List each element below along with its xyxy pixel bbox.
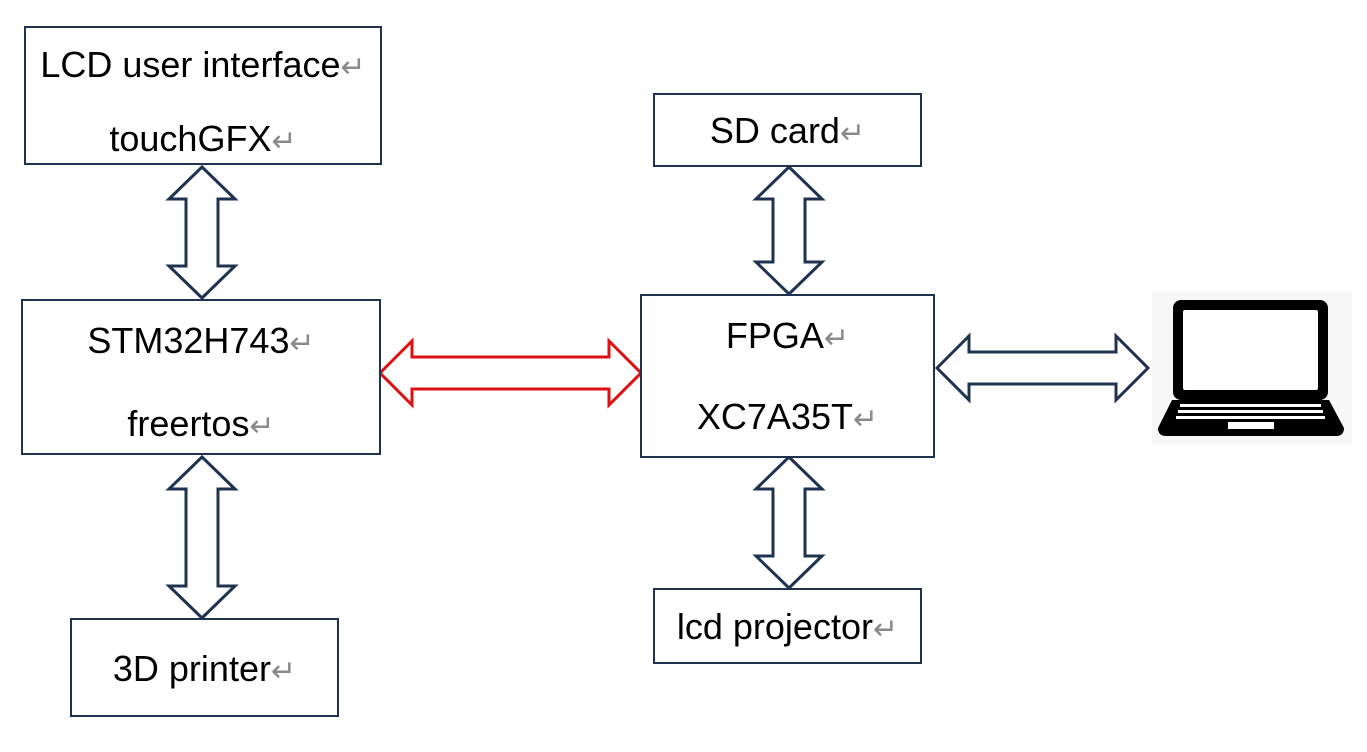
lcd-ui-subtitle: touchGFX [109,118,272,159]
fpga-title: FPGA [725,315,824,356]
paragraph-mark: ↵ [340,51,366,84]
lcd-ui-title: LCD user interface [40,44,341,85]
paragraph-mark: ↵ [852,403,879,436]
stm32-box: STM32H743↵ freertos↵ [21,299,381,455]
fpga-laptop-arrow [934,332,1151,404]
paragraph-mark: ↵ [249,410,275,443]
fpga-box: FPGA↵ XC7A35T↵ [640,294,935,458]
stm32-subtitle: freertos [127,403,250,444]
lcd-ui-box: LCD user interface↵ touchGFX↵ [24,26,382,165]
stm32-printer-arrow [165,454,239,621]
fpga-projector-arrow [752,454,826,591]
stm32-title: STM32H743 [87,320,290,361]
sdcard-box: SD card↵ [653,93,922,167]
lcd-projector-title: lcd projector [676,606,873,647]
laptop-icon [1152,292,1352,444]
paragraph-mark: ↵ [270,655,297,688]
paragraph-mark: ↵ [823,322,850,355]
paragraph-mark: ↵ [289,327,315,360]
sdcard-title: SD card [709,110,840,151]
lcd-projector-box: lcd projector↵ [653,588,922,664]
lcd-stm32-arrow [165,164,239,301]
stm32-fpga-arrow [377,337,644,409]
paragraph-mark: ↵ [839,117,866,150]
paragraph-mark: ↵ [872,613,899,646]
printer-box: 3D printer↵ [70,618,339,717]
paragraph-mark: ↵ [271,125,297,158]
fpga-subtitle: XC7A35T [696,396,853,437]
printer-title: 3D printer [112,648,271,689]
sdcard-fpga-arrow [752,164,826,297]
